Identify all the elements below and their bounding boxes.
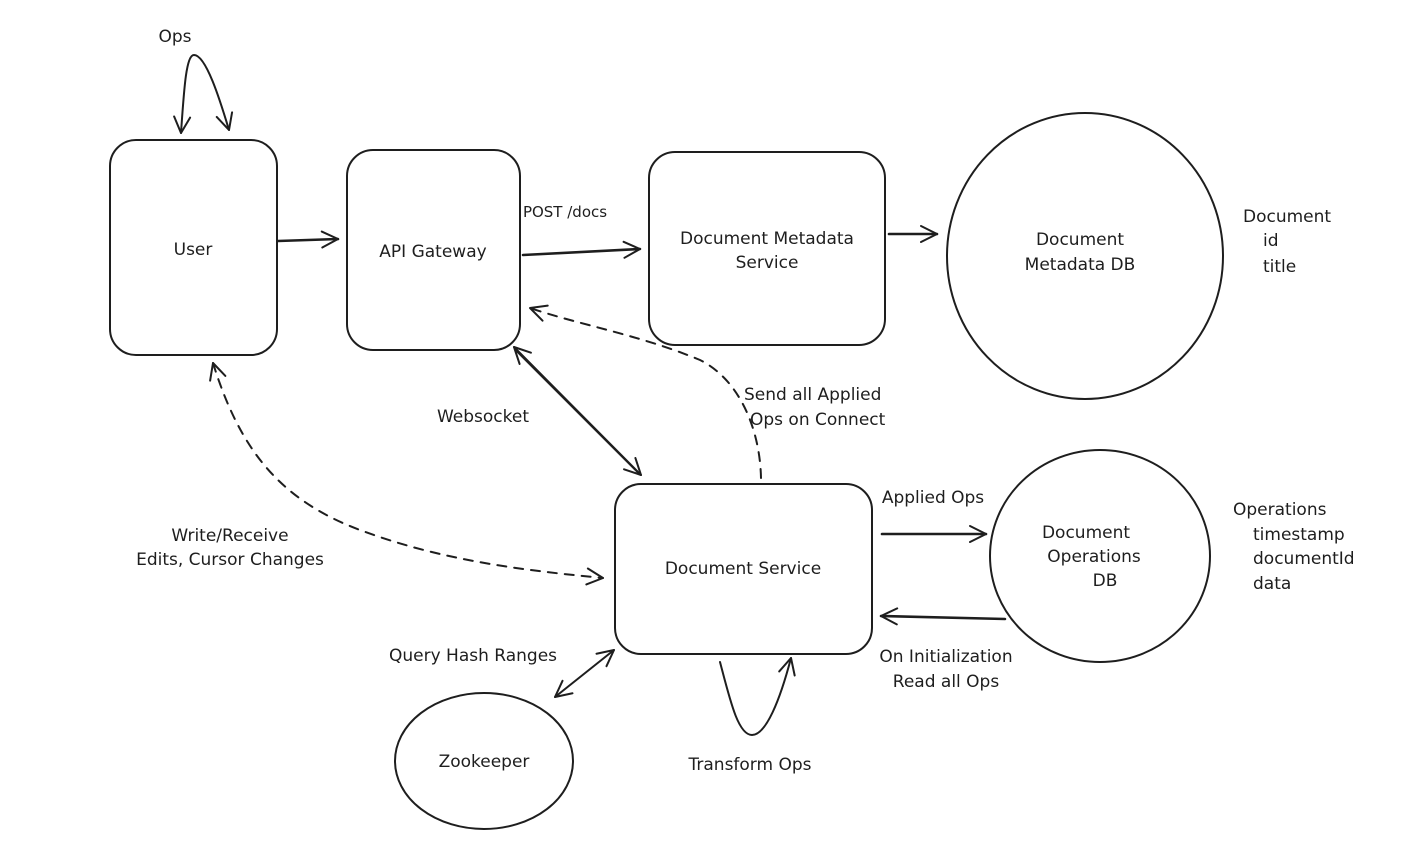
edge-api-gateway-to-metadata-service: POST /docs xyxy=(521,203,642,259)
edge-send-applied-ops-path xyxy=(529,304,762,479)
edge-post-docs-path xyxy=(521,240,642,259)
node-document-operations-db-label-line3: DB xyxy=(1093,571,1118,591)
edge-write-receive-path xyxy=(209,362,604,586)
edge-label-websocket: Websocket xyxy=(437,407,529,427)
node-document-operations-db-label-line1: Document xyxy=(1042,523,1130,543)
node-api-gateway-label: API Gateway xyxy=(379,242,486,262)
edge-send-applied-ops: Send all Applied Ops on Connect xyxy=(529,304,886,479)
edge-label-write-receive-line1: Write/Receive xyxy=(171,526,288,546)
node-user-label: User xyxy=(174,240,213,260)
edge-transform-ops-loop: Transform Ops xyxy=(688,657,812,775)
node-user[interactable]: User xyxy=(109,139,278,356)
node-document-service-label: Document Service xyxy=(665,559,821,579)
edge-websocket: Websocket xyxy=(437,346,642,476)
node-zookeeper-label: Zookeeper xyxy=(439,752,530,772)
annotation-metadata-schema-field: id xyxy=(1263,231,1279,251)
annotation-operations-schema: Operations timestamp documentId data xyxy=(1233,500,1355,594)
edge-query-hash-ranges: Query Hash Ranges xyxy=(389,646,615,698)
annotation-operations-schema-field: timestamp xyxy=(1253,525,1345,545)
edge-label-write-receive-line2: Edits, Cursor Changes xyxy=(136,550,324,570)
edge-label-post-docs: POST /docs xyxy=(523,203,607,221)
node-document-metadata-service-label-line1: Document Metadata xyxy=(680,229,854,249)
edge-label-send-applied-ops-line1: Send all Applied xyxy=(744,385,881,405)
annotation-operations-schema-field: documentId xyxy=(1253,549,1355,569)
annotation-metadata-schema-field: title xyxy=(1263,257,1296,277)
node-document-metadata-service[interactable]: Document Metadata Service xyxy=(648,151,886,346)
annotation-operations-schema-field: data xyxy=(1253,574,1291,594)
edge-transform-ops-path xyxy=(719,657,796,736)
node-zookeeper[interactable]: Zookeeper xyxy=(394,692,574,830)
node-document-metadata-db-label-line1: Document xyxy=(1036,230,1124,250)
annotation-metadata-schema-title: Document xyxy=(1243,207,1331,227)
node-document-operations-db[interactable]: Document Operations DB xyxy=(989,449,1211,663)
edge-websocket-path xyxy=(513,346,642,476)
edge-query-hash-ranges-path xyxy=(554,649,615,698)
node-document-operations-db-label-line2: Operations xyxy=(1047,547,1141,567)
edge-on-init-read: On Initialization Read all Ops xyxy=(879,607,1013,692)
edge-label-on-init-line1: On Initialization xyxy=(879,647,1012,667)
edge-user-ops-loop-path xyxy=(173,54,234,134)
edge-label-transform-ops: Transform Ops xyxy=(688,755,812,775)
node-document-metadata-service-label-line2: Service xyxy=(736,253,799,273)
edge-user-ops-loop: Ops xyxy=(158,27,234,134)
node-document-service[interactable]: Document Service xyxy=(614,483,873,655)
edge-on-init-read-path xyxy=(879,607,1007,626)
edge-label-applied-ops: Applied Ops xyxy=(882,488,984,508)
edge-user-to-api-gateway xyxy=(276,230,340,249)
node-document-metadata-db[interactable]: Document Metadata DB xyxy=(946,112,1224,400)
edge-label-send-applied-ops-line2: Ops on Connect xyxy=(750,410,886,430)
edge-label-ops: Ops xyxy=(158,27,191,47)
annotation-operations-schema-title: Operations xyxy=(1233,500,1327,520)
edge-applied-ops: Applied Ops xyxy=(880,488,988,543)
edge-websocket-path-double xyxy=(515,350,639,474)
node-api-gateway[interactable]: API Gateway xyxy=(346,149,521,351)
annotation-metadata-schema: Document id title xyxy=(1243,207,1331,277)
node-document-metadata-db-label-line2: Metadata DB xyxy=(1025,255,1136,275)
edge-write-receive: Write/Receive Edits, Cursor Changes xyxy=(136,362,604,586)
edge-label-query-hash-ranges: Query Hash Ranges xyxy=(389,646,557,666)
edge-label-on-init-line2: Read all Ops xyxy=(893,672,1000,692)
